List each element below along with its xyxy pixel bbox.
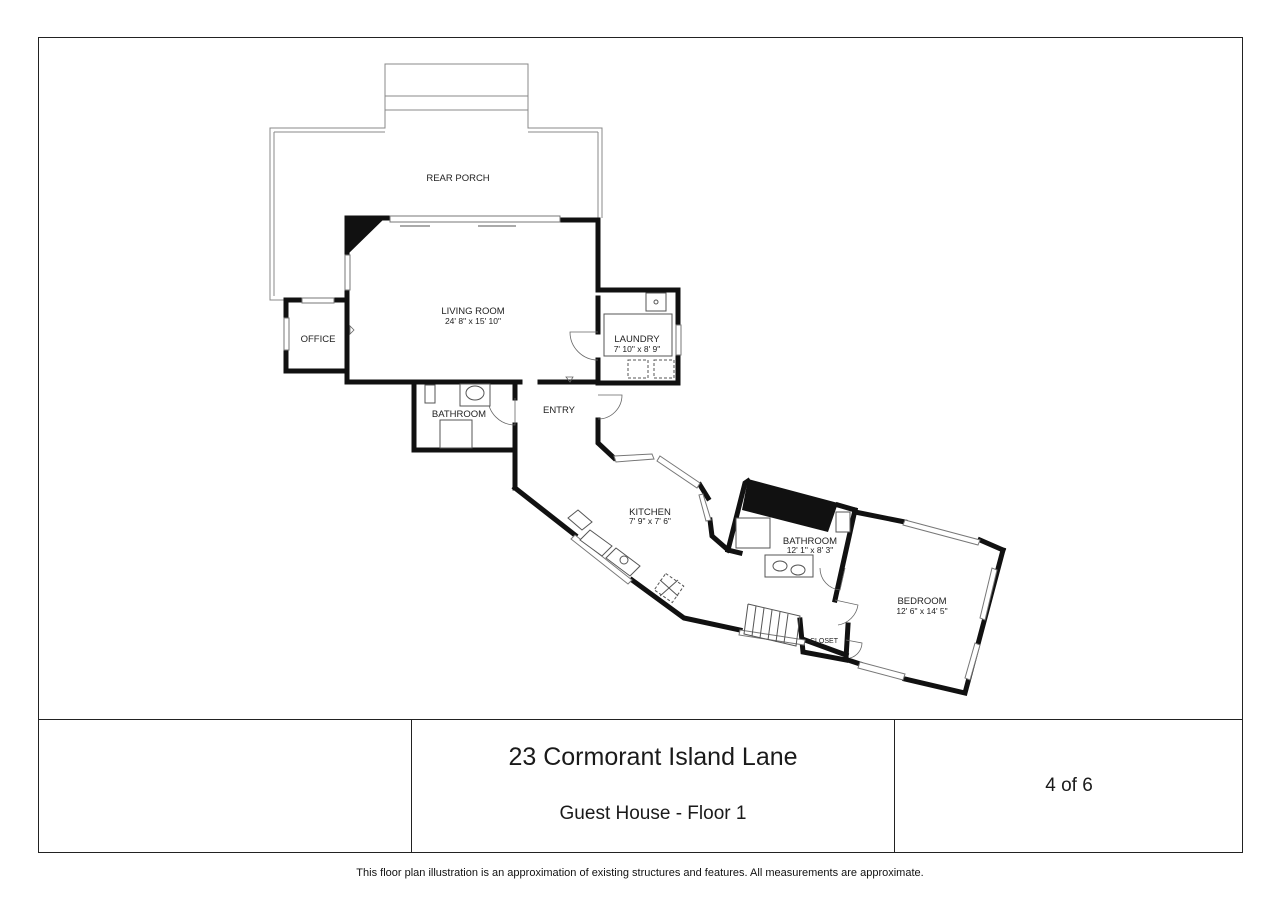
title-block-page-cell: 4 of 6 [895, 719, 1243, 853]
dims-bathroom-2: 12' 1" x 8' 3" [787, 545, 834, 555]
floor-subtitle: Guest House - Floor 1 [559, 803, 747, 824]
label-rear-porch: REAR PORCH [426, 173, 489, 184]
windows [283, 215, 998, 681]
title-block: 23 Cormorant Island Lane Guest House - F… [38, 719, 1243, 853]
label-bedroom: BEDROOM [897, 596, 946, 607]
title-block-address-cell: 23 Cormorant Island Lane Guest House - F… [412, 719, 895, 853]
label-laundry: LAUNDRY [614, 334, 660, 345]
label-office: OFFICE [301, 334, 336, 345]
dims-living-room: 24' 8" x 15' 10" [445, 316, 501, 326]
stairs [743, 603, 801, 647]
disclaimer-text: This floor plan illustration is an appro… [356, 867, 924, 879]
fixtures [424, 292, 851, 604]
plan-sheet-border [38, 37, 1243, 853]
title-block-divider [38, 719, 1243, 720]
label-closet: CLOSET [810, 638, 839, 645]
title-block-empty-cell [38, 719, 412, 853]
dims-laundry: 7' 10" x 8' 9" [614, 344, 661, 354]
label-kitchen: KITCHEN [629, 507, 671, 518]
label-bathroom-1: BATHROOM [432, 409, 486, 420]
label-living-room: LIVING ROOM [441, 306, 504, 317]
dims-kitchen: 7' 9" x 7' 6" [629, 516, 671, 526]
label-entry: ENTRY [543, 405, 576, 416]
bathroom-2-shaded-block [742, 479, 838, 532]
living-room-corner-block [345, 218, 385, 257]
page-number: 4 of 6 [1045, 775, 1093, 796]
label-bathroom-2: BATHROOM [783, 536, 837, 547]
dims-bedroom: 12' 6" x 14' 5" [896, 606, 947, 616]
rear-porch-outline [269, 63, 603, 301]
property-address: 23 Cormorant Island Lane [508, 743, 798, 771]
